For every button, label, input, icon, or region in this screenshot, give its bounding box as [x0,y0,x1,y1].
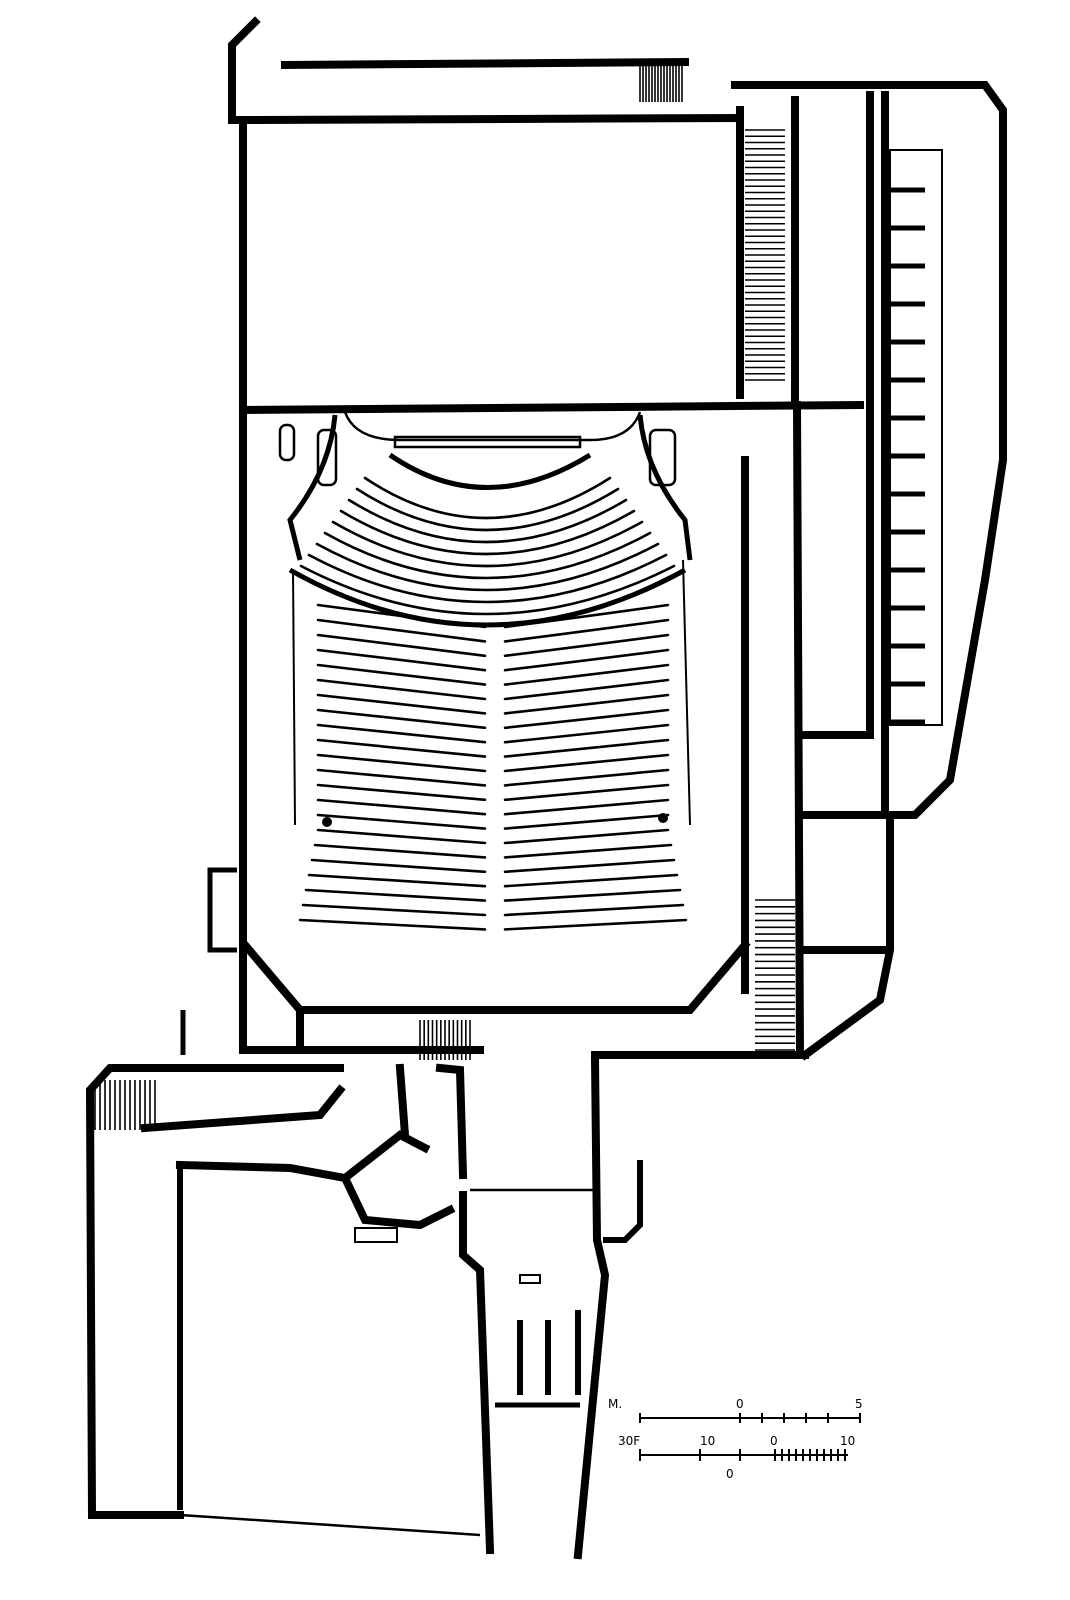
dressing-rooms [885,149,943,726]
stair-right-lower [755,899,795,1051]
seat-row [316,783,487,802]
seat-row [316,678,487,701]
seat-row [316,618,487,643]
stair-foyer [419,1020,471,1060]
scale-bar-upper: M. 5 0 [608,1397,863,1423]
scale-tick-upper-0: 5 [855,1397,863,1411]
seat-row [347,498,628,544]
seat-row [316,708,487,730]
lobby-walls [85,1010,643,1560]
seat-row [316,768,487,787]
seat-row [503,888,682,902]
seat-row [316,723,487,744]
seat-row [299,564,676,616]
rear-seating-left [298,603,487,931]
seat-row [323,531,652,580]
rear-seating-frame [288,559,691,827]
seat-row [355,487,620,532]
seat-row [503,708,670,730]
seat-row [503,753,670,773]
seat-row [503,768,670,787]
seat-row [316,828,487,845]
stair-lobby [94,1080,156,1130]
seat-row [316,738,487,758]
scale-tick-lower-0: 10 [700,1434,715,1448]
seat-row [503,843,673,859]
scale-unit-upper: M. [608,1397,622,1411]
seat-row [316,798,487,816]
seat-row [301,903,487,917]
seat-row [503,783,670,802]
seat-row [316,693,487,715]
seat-row [304,888,487,902]
stair-right-upper [745,129,785,381]
seat-row [503,723,670,744]
seat-row [316,753,487,773]
seat-row [316,663,487,686]
seat-row [503,828,670,845]
seat-row [316,648,487,672]
scale-tick-lower-1: 0 [770,1434,778,1448]
seat-row [316,813,487,830]
seat-row [310,858,487,874]
seat-row [331,520,644,568]
seat-row [503,678,670,701]
seat-row [503,798,670,816]
seat-row [363,476,612,520]
seat-row [503,648,670,672]
scale-tick-upper-1: 0 [736,1397,744,1411]
scale-tick-lower-2: 10 [840,1434,855,1448]
scale-zero-lower: 0 [726,1467,734,1481]
seat-row [503,918,688,931]
seat-row [503,873,679,888]
seat-row [316,633,487,658]
seat-row [298,918,487,931]
seat-row [307,873,487,888]
scale-bar-lower: 30F 10 0 10 0 [618,1434,855,1481]
seat-row [307,553,668,604]
dressing-room-block [889,149,943,726]
seat-row [503,813,670,830]
rear-seating-right [503,603,688,931]
seat-row [503,618,670,643]
front-seating-rows [299,476,676,616]
seat-row [339,509,636,556]
auditorium [278,411,693,561]
seat-row [503,738,670,758]
seat-row [315,542,660,592]
seat-row [503,663,670,686]
seat-row [503,903,685,917]
outer-walls [207,16,1007,1061]
seat-row [503,693,670,715]
seat-row [503,858,676,874]
seat-row [313,843,487,859]
scale-unit-lower: 30F [618,1434,640,1448]
seat-row [503,633,670,658]
stair-top [639,62,683,102]
